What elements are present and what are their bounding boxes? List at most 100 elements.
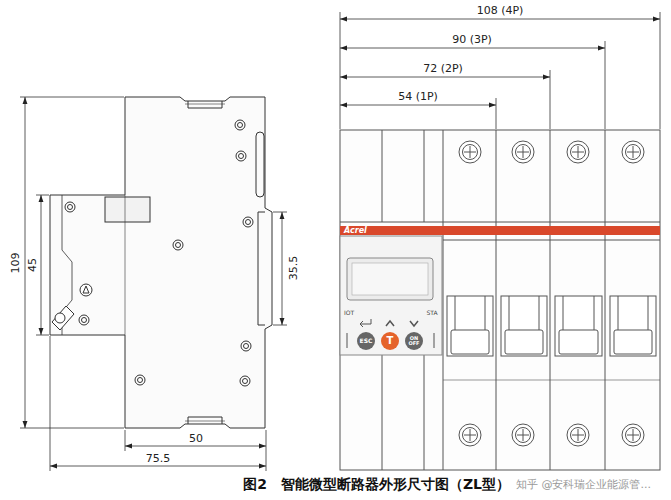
front-view bbox=[627, 429, 639, 441]
dimension-label: 54 (1P) bbox=[398, 91, 438, 102]
front-view bbox=[347, 258, 433, 300]
test-button: T bbox=[381, 332, 399, 350]
front-view bbox=[516, 428, 531, 443]
dimension-lines bbox=[41, 195, 42, 335]
esc-button: ESC bbox=[357, 332, 375, 350]
dimension-label: 90 (3P) bbox=[452, 34, 492, 45]
side-view bbox=[243, 379, 248, 384]
front-view bbox=[614, 330, 652, 354]
side-view bbox=[125, 195, 126, 335]
front-view bbox=[340, 236, 442, 355]
front-view bbox=[563, 296, 594, 330]
front-view bbox=[626, 428, 641, 443]
brand-badge: Acrel bbox=[341, 226, 370, 235]
front-view bbox=[571, 428, 586, 443]
dimension-lines bbox=[50, 466, 266, 467]
front-view bbox=[516, 145, 531, 160]
side-view bbox=[105, 197, 150, 222]
dimension-lines bbox=[340, 19, 660, 20]
side-view bbox=[68, 205, 73, 210]
side-view bbox=[80, 284, 92, 296]
front-view bbox=[618, 296, 648, 330]
front-view bbox=[352, 263, 428, 295]
figure-caption: 图2 智能微型断路器外形尺寸图（ZL型） bbox=[243, 477, 510, 491]
side-view bbox=[236, 151, 246, 161]
on-off-button: ON OFF bbox=[405, 332, 423, 350]
front-view bbox=[447, 296, 493, 356]
side-view bbox=[173, 240, 183, 250]
front-view bbox=[622, 141, 644, 163]
front-view bbox=[340, 130, 660, 470]
front-view bbox=[501, 296, 547, 356]
front-view bbox=[360, 319, 371, 327]
front-view bbox=[447, 296, 656, 356]
dimension-lines bbox=[125, 446, 266, 447]
front-view bbox=[571, 145, 586, 160]
front-view bbox=[512, 424, 534, 446]
front-view bbox=[509, 296, 539, 330]
dimension-label: 75.5 bbox=[146, 453, 171, 464]
side-view bbox=[243, 217, 253, 227]
dimension-label: 109 bbox=[10, 253, 21, 274]
side-view bbox=[258, 212, 265, 325]
side-view bbox=[244, 344, 249, 349]
front-view bbox=[555, 296, 602, 356]
side-view bbox=[246, 220, 251, 225]
side-view bbox=[176, 243, 181, 248]
side-view bbox=[185, 104, 225, 421]
dimension-label: 45 bbox=[27, 258, 38, 272]
side-view bbox=[50, 97, 272, 428]
front-view bbox=[626, 145, 641, 160]
front-view bbox=[459, 141, 644, 446]
dimension-label: 108 (4P) bbox=[477, 5, 524, 16]
dimension-lines bbox=[340, 12, 660, 129]
side-view bbox=[235, 120, 245, 130]
front-view bbox=[443, 130, 605, 470]
front-view bbox=[340, 226, 660, 235]
side-view bbox=[256, 132, 264, 197]
front-view bbox=[463, 145, 478, 160]
dimension-lines bbox=[273, 212, 287, 325]
side-view bbox=[240, 376, 250, 386]
front-view bbox=[451, 330, 489, 354]
front-view bbox=[386, 321, 394, 326]
dimension-label: 72 (2P) bbox=[423, 63, 463, 74]
front-view bbox=[622, 424, 644, 446]
front-view bbox=[567, 141, 589, 163]
side-view bbox=[52, 306, 74, 330]
indicator-label: IOT bbox=[344, 310, 354, 316]
dimension-lines bbox=[282, 212, 283, 325]
side-view bbox=[241, 341, 251, 351]
side-view bbox=[83, 286, 89, 293]
side-view bbox=[188, 101, 222, 424]
front-view bbox=[567, 424, 589, 446]
node-text: ON OFF bbox=[407, 336, 421, 346]
front-view bbox=[455, 296, 485, 330]
front-view bbox=[459, 141, 481, 163]
indicator-label: STA bbox=[426, 310, 437, 316]
front-view bbox=[517, 429, 529, 441]
front-view bbox=[572, 429, 584, 441]
front-view bbox=[627, 146, 639, 158]
front-view bbox=[340, 130, 660, 470]
node-text: Acrel bbox=[344, 227, 367, 235]
watermark: 知乎 @安科瑞企业能源管... bbox=[516, 479, 651, 490]
side-view bbox=[135, 375, 145, 385]
dimension-lines bbox=[340, 105, 496, 106]
side-view bbox=[65, 202, 75, 212]
node-text: T bbox=[387, 336, 394, 346]
front-view bbox=[410, 321, 418, 326]
side-view bbox=[239, 154, 244, 159]
front-view bbox=[464, 146, 476, 158]
front-view bbox=[512, 141, 534, 163]
node-text: ESC bbox=[360, 338, 373, 344]
front-view bbox=[572, 146, 584, 158]
side-view bbox=[50, 97, 272, 428]
side-view bbox=[138, 378, 143, 383]
side-view bbox=[238, 123, 243, 128]
front-view bbox=[463, 428, 478, 443]
dimension-lines bbox=[340, 48, 605, 49]
front-view bbox=[559, 330, 598, 354]
